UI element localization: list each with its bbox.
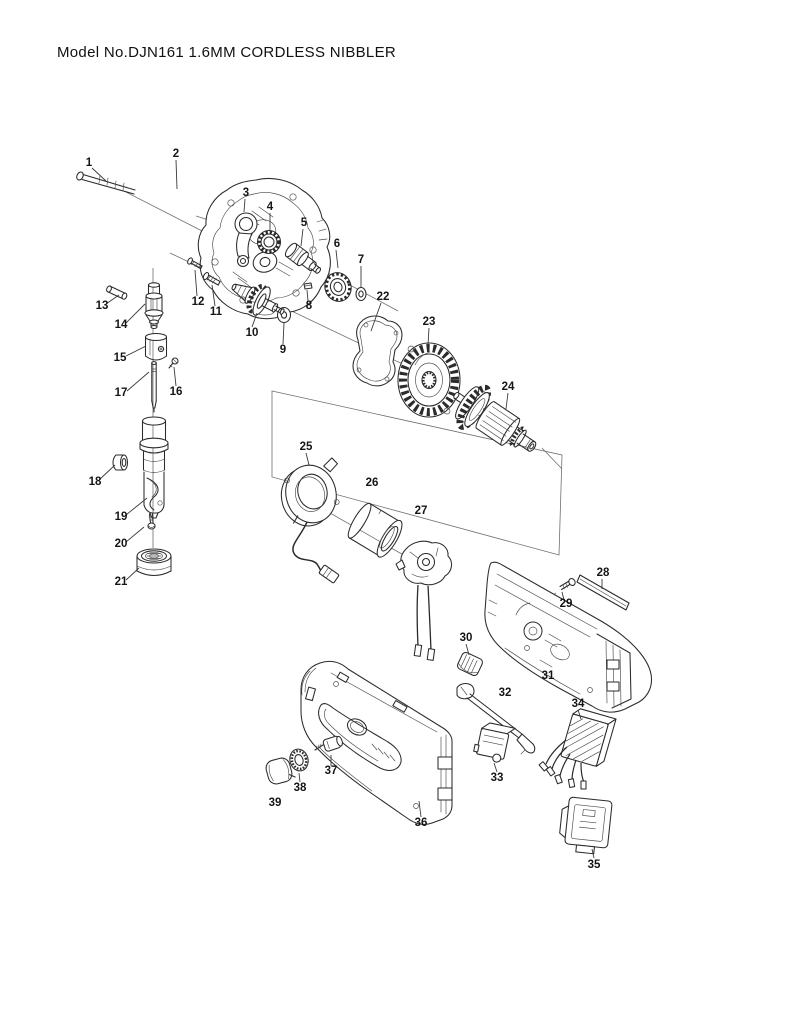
- part-39-cap: [265, 757, 296, 785]
- part-label-22: 22: [377, 291, 390, 303]
- part-label-37: 37: [325, 765, 338, 777]
- part-label-34: 34: [572, 698, 585, 710]
- part-25-sensor-ring: [280, 457, 340, 584]
- part-4-spline-bearing: [256, 229, 282, 255]
- part-37-switch-button: [314, 735, 343, 752]
- part-35-terminal-block: [559, 796, 613, 855]
- part-label-7: 7: [358, 254, 364, 266]
- part-6-gear: [324, 272, 352, 302]
- leader-lines: [91, 159, 603, 859]
- part-label-9: 9: [280, 344, 286, 356]
- part-label-29: 29: [560, 598, 573, 610]
- part-36-housing-half-left: [300, 660, 453, 825]
- part-20-screw: [147, 513, 156, 530]
- part-29-screw: [559, 578, 576, 591]
- part-label-24: 24: [502, 381, 515, 393]
- part-label-13: 13: [96, 300, 109, 312]
- part-label-35: 35: [588, 859, 601, 871]
- part-label-16: 16: [170, 386, 183, 398]
- part-label-36: 36: [415, 817, 428, 829]
- part-15-guide-block: [144, 332, 168, 361]
- part-label-2: 2: [173, 148, 179, 160]
- part-24-armature: [453, 384, 537, 452]
- part-label-8: 8: [306, 300, 313, 312]
- wire-connector: [318, 564, 340, 584]
- part-27-bearing-retainer: [395, 540, 453, 661]
- part-label-1: 1: [86, 157, 93, 169]
- part-label-3: 3: [243, 187, 249, 199]
- part-label-12: 12: [192, 296, 205, 308]
- part-14-holder: [144, 282, 164, 330]
- part-label-10: 10: [246, 327, 259, 339]
- page-title: Model No.DJN161 1.6MM CORDLESS NIBBLER: [57, 44, 397, 61]
- part-label-32: 32: [499, 687, 512, 699]
- part-12-screw: [187, 257, 203, 270]
- part-34-controller: [538, 708, 617, 790]
- part-7-ring: [355, 286, 367, 302]
- part-label-38: 38: [294, 782, 307, 794]
- part-32-lever-bar: [456, 683, 536, 755]
- part-13-pin: [106, 285, 128, 300]
- part-1-screw: [76, 171, 136, 195]
- part-label-17: 17: [115, 387, 128, 399]
- part-label-39: 39: [269, 797, 282, 809]
- part-19-die-holder-barrel: [139, 416, 169, 519]
- part-label-21: 21: [115, 576, 128, 588]
- part-38-grommet: [289, 748, 309, 772]
- part-label-20: 20: [115, 538, 128, 550]
- part-label-25: 25: [300, 441, 313, 453]
- part-22-gasket-plate: [352, 315, 403, 387]
- part-label-15: 15: [114, 352, 127, 364]
- part-label-6: 6: [334, 238, 340, 250]
- part-30-slide-button: [457, 651, 483, 677]
- part-33-switch: [473, 722, 516, 763]
- part-21-die: [136, 548, 172, 577]
- part-label-5: 5: [301, 217, 308, 229]
- part-label-14: 14: [115, 319, 128, 331]
- part-label-19: 19: [115, 511, 128, 523]
- part-number-labels: 1 2 3 4 5 6 7 8 9 10 11 12 13 14 15 16 1…: [86, 148, 610, 871]
- part-11-screw: [202, 271, 221, 286]
- part-label-33: 33: [491, 772, 504, 784]
- part-10-bevel-gear-spindle: [231, 283, 285, 316]
- part-26-motor-sleeve: [347, 502, 403, 558]
- part-31-housing-half-right: [484, 561, 652, 713]
- part-18-clamp: [112, 454, 129, 471]
- part-8-key: [303, 282, 313, 290]
- part-label-18: 18: [89, 476, 102, 488]
- part-label-31: 31: [542, 670, 555, 682]
- part-label-11: 11: [210, 306, 223, 318]
- part-label-4: 4: [267, 201, 274, 213]
- part-3-connecting-rod: [234, 212, 258, 268]
- part-label-28: 28: [597, 567, 610, 579]
- part-label-27: 27: [415, 505, 428, 517]
- part-5-crank-shaft: [284, 242, 322, 274]
- part-label-30: 30: [460, 632, 473, 644]
- part-label-26: 26: [366, 477, 379, 489]
- part-17-punch-rod: [151, 361, 157, 413]
- part-23-motor-stator: [397, 342, 461, 418]
- part-28-label-strip: [576, 574, 630, 611]
- part-16-screw: [168, 357, 179, 369]
- part-label-23: 23: [423, 316, 436, 328]
